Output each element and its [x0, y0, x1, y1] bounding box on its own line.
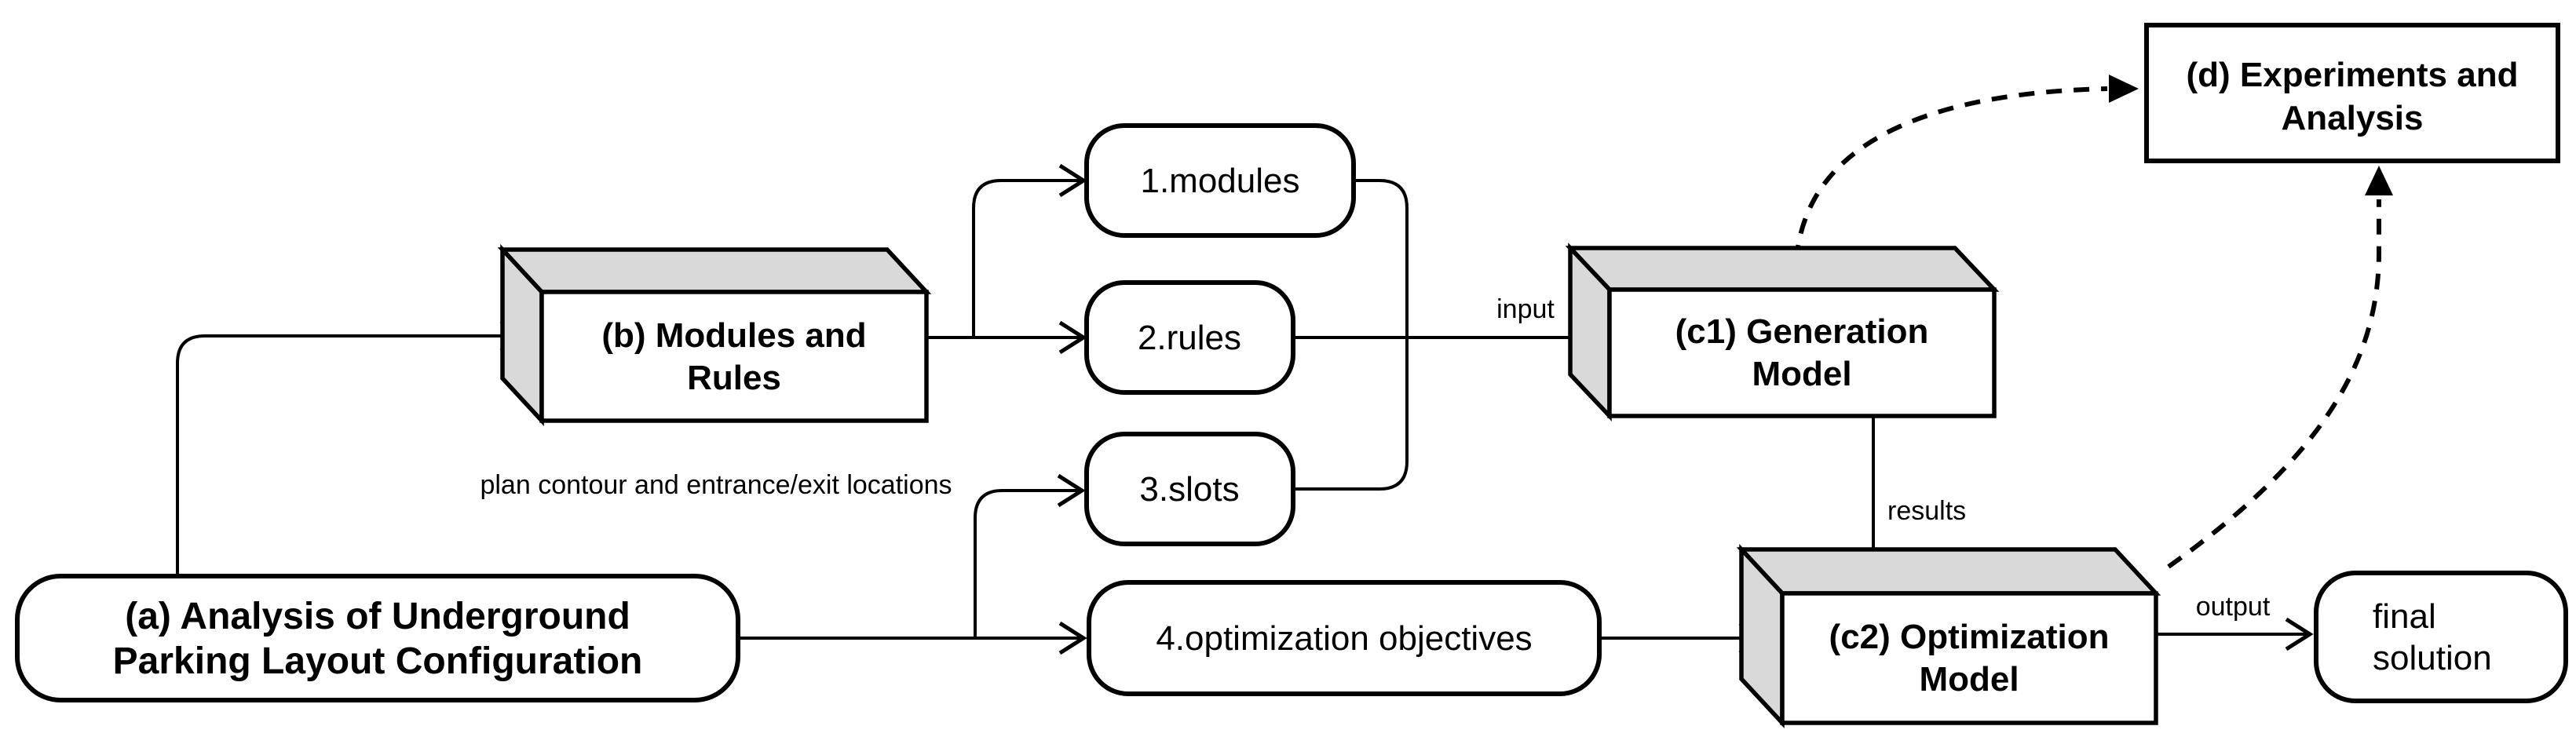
node-b-modules-and-rules: (b) Modules and Rules	[497, 243, 932, 427]
node-1-modules-label: 1.modules	[1140, 162, 1299, 200]
node-c1-top-face	[1565, 246, 2000, 292]
node-2-rules-shape	[1084, 280, 1295, 395]
node-final-label-line2: solution	[2373, 639, 2492, 677]
node-c1-generation-model: (c1) Generation Model	[1565, 243, 2000, 421]
edge-label-plan-contour: plan contour and entrance/exit locations	[480, 470, 952, 500]
node-d-shape	[2144, 23, 2560, 163]
node-final-solution: final solution	[2314, 571, 2568, 703]
edge-label-input: input	[1496, 294, 1555, 324]
node-2-rules-label: 2.rules	[1138, 319, 1241, 357]
node-3-slots-shape	[1084, 432, 1295, 546]
node-c2-top-face	[1736, 547, 2161, 596]
edge-dashed-c2-to-d	[2167, 199, 2381, 569]
edge-dashed-c1-to-d	[1794, 86, 2108, 261]
node-c1-label-line2: Model	[1752, 355, 1851, 393]
arrowhead-into-slots	[1057, 473, 1086, 508]
node-3-slots: 3.slots	[1084, 432, 1295, 546]
arrowhead-into-final	[2285, 617, 2314, 651]
edge-label-output: output	[2196, 592, 2271, 622]
node-final-solution-shape	[2314, 571, 2568, 703]
arrowhead-into-modules	[1058, 163, 1087, 198]
node-a-label-line1: (a) Analysis of Underground	[125, 596, 630, 637]
node-3-slots-label: 3.slots	[1139, 470, 1239, 509]
node-c2-label-line1: (c2) Optimization	[1829, 618, 2110, 656]
node-c1-label-line1: (c1) Generation	[1675, 312, 1929, 351]
node-a-shape	[15, 574, 740, 702]
node-1-modules: 1.modules	[1084, 123, 1356, 238]
arrowhead-dashed-into-d-left	[2109, 75, 2139, 103]
edge-a-to-b	[176, 334, 520, 576]
node-a-label-line2: Parking Layout Configuration	[113, 640, 643, 682]
node-c2-label-line2: Model	[1919, 660, 2019, 699]
node-b-label-line2: Rules	[687, 359, 781, 397]
edge-branch-to-slots	[974, 489, 1079, 638]
node-d-label-line2: Analysis	[2282, 99, 2424, 137]
edge-label-results: results	[1887, 496, 1966, 526]
node-c1-front-face	[1607, 287, 1997, 418]
node-final-label-line1: final	[2373, 597, 2436, 636]
node-b-label-line1: (b) Modules and	[601, 316, 866, 355]
node-c2-optimization-model: (c2) Optimization Model	[1736, 543, 2161, 729]
node-b-front-face	[539, 290, 929, 423]
edge-modules-slots-merge	[1293, 179, 1409, 491]
arrowhead-into-objectives	[1058, 621, 1087, 655]
edge-branch-to-modules	[972, 179, 1080, 337]
node-1-modules-shape	[1084, 123, 1356, 238]
node-d-experiments-analysis: (d) Experiments and Analysis	[2144, 23, 2560, 163]
node-4-objectives-label: 4.optimization objectives	[1156, 619, 1532, 658]
node-b-top-face	[497, 247, 932, 294]
node-4-optimization-objectives: 4.optimization objectives	[1087, 580, 1602, 696]
node-a-analysis: (a) Analysis of Underground Parking Layo…	[15, 574, 740, 702]
node-d-label-line1: (d) Experiments and	[2187, 56, 2519, 94]
node-4-objectives-shape	[1087, 580, 1602, 696]
arrowhead-dashed-into-d-bottom	[2365, 166, 2393, 195]
arrowhead-into-rules	[1058, 320, 1087, 355]
node-c2-front-face	[1780, 591, 2158, 725]
node-2-rules: 2.rules	[1084, 280, 1295, 395]
